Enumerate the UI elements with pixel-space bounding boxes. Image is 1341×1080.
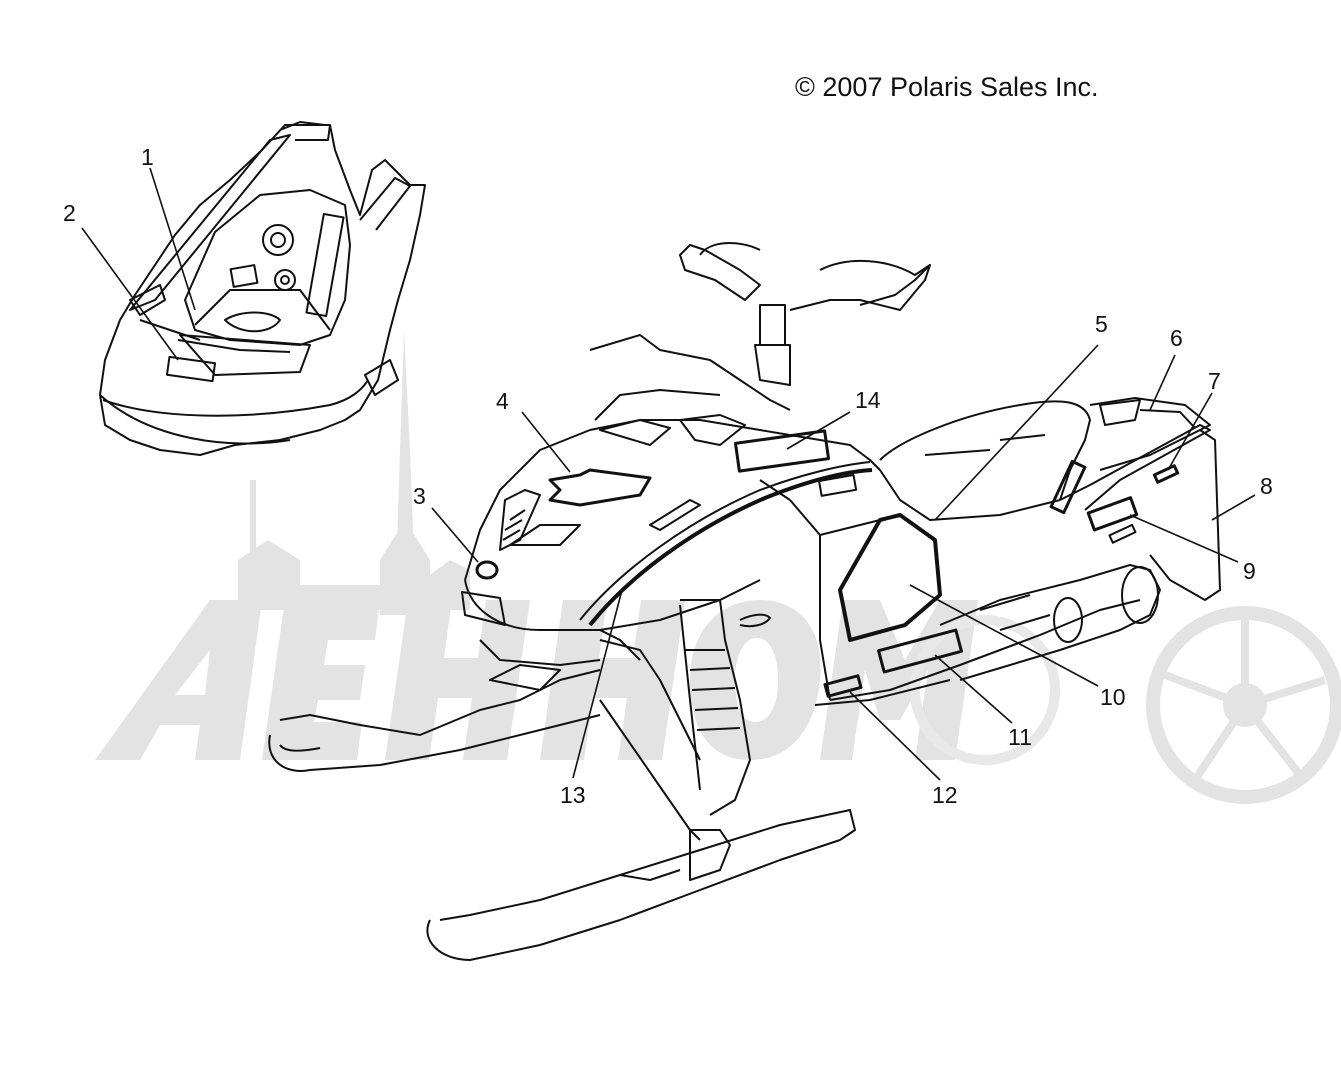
watermark-letter-h1 <box>385 600 530 760</box>
callout-6: 6 <box>1170 325 1183 351</box>
callout-9: 9 <box>1243 558 1256 584</box>
leader-5 <box>934 344 1099 521</box>
watermark-letter-e <box>262 600 380 760</box>
callout-12: 12 <box>932 782 958 808</box>
watermark-wheel <box>1146 606 1341 804</box>
callout-7: 7 <box>1208 368 1221 394</box>
leader-9 <box>1129 514 1239 563</box>
leader-8 <box>1211 494 1256 521</box>
callout-3: 3 <box>413 483 426 509</box>
leader-10 <box>909 584 1099 687</box>
callout-11: 11 <box>1008 724 1032 750</box>
leader-6 <box>1149 354 1176 411</box>
callout-13: 13 <box>560 782 586 808</box>
callout-5: 5 <box>1095 311 1108 337</box>
watermark-letter-a <box>95 600 262 760</box>
callout-1: 1 <box>141 144 154 170</box>
callout-4: 4 <box>496 388 509 414</box>
inset-console-drawing <box>99 121 426 456</box>
leader-13 <box>572 589 623 779</box>
callout-2: 2 <box>63 200 76 226</box>
leader-1 <box>149 167 196 311</box>
snowmobile-drawing <box>268 242 1221 961</box>
leader-2 <box>81 227 179 361</box>
callout-14: 14 <box>855 387 881 413</box>
callout-8: 8 <box>1260 473 1273 499</box>
leader-4 <box>521 411 571 473</box>
watermark-letter-o <box>690 600 821 760</box>
copyright-notice: © 2007 Polaris Sales Inc. <box>795 72 1099 102</box>
callout-10: 10 <box>1100 684 1126 710</box>
leader-3 <box>431 507 479 563</box>
leader-lines <box>81 167 1256 781</box>
leader-11 <box>934 654 1013 724</box>
leader-14 <box>786 411 851 450</box>
watermark-logo <box>95 330 1341 804</box>
leader-12 <box>849 691 941 781</box>
leader-7 <box>1167 392 1213 471</box>
